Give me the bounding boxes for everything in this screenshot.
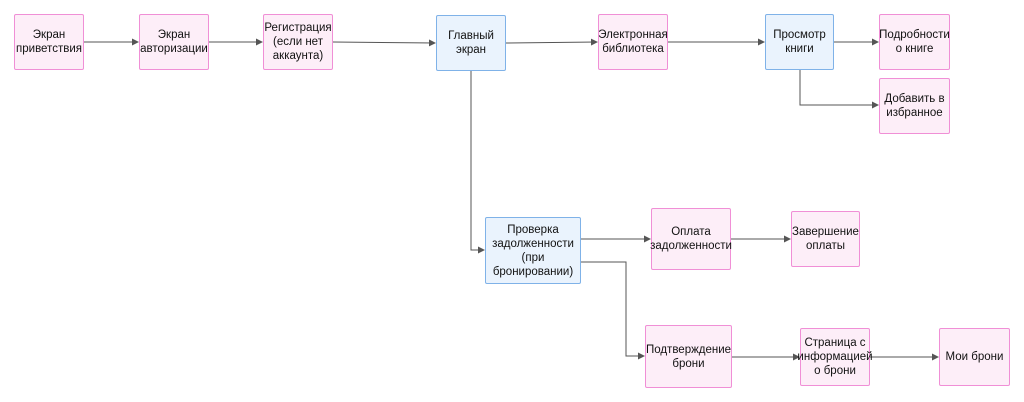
node-booking-info-page: Страница с информацией о брони bbox=[797, 328, 873, 386]
node-book-view: Просмотр книги bbox=[765, 14, 834, 70]
node-booking-confirmation: Подтверждение брони bbox=[645, 325, 732, 388]
node-my-bookings: Мои брони bbox=[939, 328, 1010, 386]
edge-main-library bbox=[505, 38, 598, 46]
node-e-library: Электронная библиотека bbox=[598, 14, 668, 70]
edge-debtcheck-confirm bbox=[581, 261, 645, 360]
edge-register-main bbox=[332, 39, 436, 47]
node-payment-complete: Завершение оплаты bbox=[791, 211, 860, 267]
node-debt-check: Проверка задолженности (при бронировании… bbox=[485, 217, 581, 284]
node-registration: Регистрация (если нет аккаунта) bbox=[263, 14, 333, 70]
node-add-favorites: Добавить в избранное bbox=[879, 78, 950, 134]
edge-main-debtcheck bbox=[470, 71, 485, 254]
edge-bookview-favorites bbox=[799, 70, 879, 109]
node-main-screen: Главный экран bbox=[436, 15, 506, 71]
node-book-details: Подробности о книге bbox=[879, 14, 950, 70]
node-welcome-screen: Экран приветствия bbox=[14, 14, 84, 70]
node-debt-payment: Оплата задолженности bbox=[650, 208, 732, 270]
node-auth-screen: Экран авторизации bbox=[139, 14, 209, 70]
